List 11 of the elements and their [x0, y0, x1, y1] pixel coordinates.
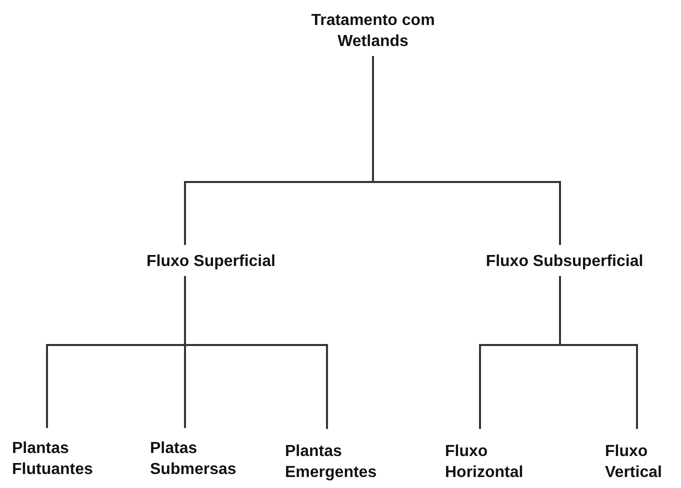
connector-line: [559, 276, 638, 429]
node-label: Plantas Flutuantes: [12, 439, 94, 480]
node-label: Fluxo Horizontal: [445, 442, 524, 483]
node-label: Fluxo Vertical: [605, 442, 663, 483]
node-label: Fluxo Subsuperficial: [484, 252, 644, 272]
node-label: Tratamento com Wetlands: [310, 11, 436, 52]
node-label: Plantas Emergentes: [285, 442, 378, 483]
node-label: Platas Submersas: [150, 439, 238, 480]
connector-line: [372, 56, 561, 245]
connector-line: [184, 276, 328, 429]
node-label: Fluxo Superficial: [146, 252, 276, 272]
